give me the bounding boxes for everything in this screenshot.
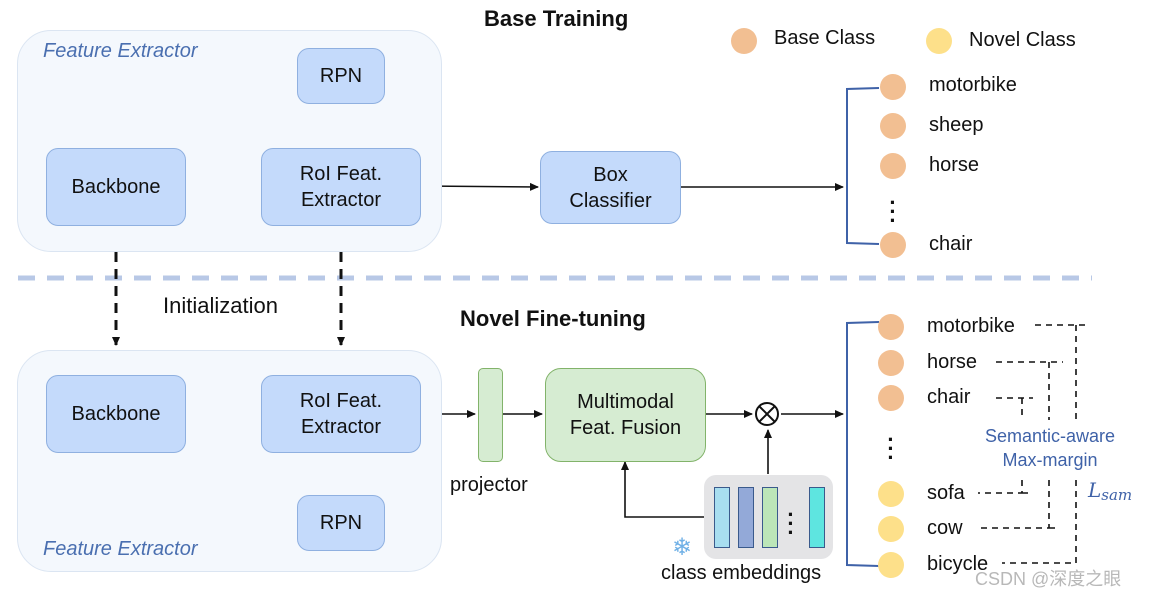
ellipsis-icon: ··· [887,427,895,470]
semantic-aware-max-margin-label: Semantic-aware Max-margin [985,424,1115,472]
roi-extractor-box-novel: RoI Feat. Extractor [261,375,421,453]
feature-extractor-label-novel: Feature Extractor [43,538,198,560]
projector-box [478,368,503,462]
class-dot [880,232,906,258]
roi-label-line1: RoI Feat. [299,390,383,412]
embedding-vector [738,487,754,548]
multimodal-fusion-box: Multimodal Feat. Fusion [545,368,706,462]
novel-finetuning-title: Novel Fine-tuning [460,306,646,331]
class-dot [878,552,904,578]
arrow-embeddings-to-fusion [621,461,704,518]
rpn-box-novel: RPN [297,495,385,551]
novel-class-swatch [926,28,952,54]
fusion-label-line2: Feat. Fusion [569,417,682,439]
legend-novel-class: Novel Class [969,29,1076,51]
snowflake-frozen-icon: ❄ [672,534,693,561]
box-classifier: Box Classifier [540,151,681,224]
class-label: horse [927,351,978,373]
class-dot [880,74,906,100]
backbone-label: Backbone [71,176,161,198]
class-label: motorbike [929,74,1017,96]
loss-symbol: L [1088,478,1102,502]
box-classifier-line2: Classifier [569,189,652,212]
class-embeddings-label: class embeddings [661,562,822,584]
embedding-vector [762,487,778,548]
backbone-label: Backbone [71,403,161,425]
class-label: chair [929,233,973,255]
base-training-title: Base Training [484,6,629,31]
multiply-operator [755,402,779,426]
embedding-vector [714,487,730,548]
embedding-ellipsis-icon: ··· [787,502,795,545]
class-dot [878,350,904,376]
backbone-box-base: Backbone [46,148,186,226]
roi-extractor-box-base: RoI Feat. Extractor [261,148,421,226]
feature-extractor-label-base: Feature Extractor [43,40,198,62]
class-dot [878,314,904,340]
loss-subscript: sam [1101,486,1133,504]
class-label: chair [927,386,971,408]
box-classifier-line1: Box [593,163,628,186]
class-label: cow [927,517,963,539]
class-dot [880,113,906,139]
class-dot [878,385,904,411]
class-label: sofa [927,482,965,504]
class-dot [878,516,904,542]
rpn-label: RPN [319,65,363,87]
watermark: CSDN @深度之眼 [975,569,1122,589]
sam-line2: Max-margin [1002,450,1098,470]
class-label: horse [929,154,980,176]
roi-label-line2: Extractor [300,416,381,438]
class-dot [880,153,906,179]
base-class-swatch [731,28,757,54]
sam-links [976,324,1088,564]
loss-sam-symbol: Lsam [1088,478,1132,504]
bracket-novel-classes [846,321,880,567]
class-label: bicycle [927,553,989,575]
rpn-box-base: RPN [297,48,385,104]
bracket-base-classes [846,87,880,245]
backbone-box-novel: Backbone [46,375,186,453]
class-dot [878,481,904,507]
initialization-label: Initialization [163,293,278,318]
sam-line1: Semantic-aware [985,426,1116,446]
roi-label-line1: RoI Feat. [299,163,383,185]
fusion-label-line1: Multimodal [577,391,674,413]
legend-base-class: Base Class [774,27,876,49]
class-label: motorbike [927,315,1015,337]
roi-label-line2: Extractor [300,189,381,211]
embedding-vector [809,487,825,548]
rpn-label: RPN [319,512,363,534]
class-label: sheep [929,114,984,136]
projector-label: projector [450,474,528,496]
ellipsis-icon: ··· [889,190,897,233]
